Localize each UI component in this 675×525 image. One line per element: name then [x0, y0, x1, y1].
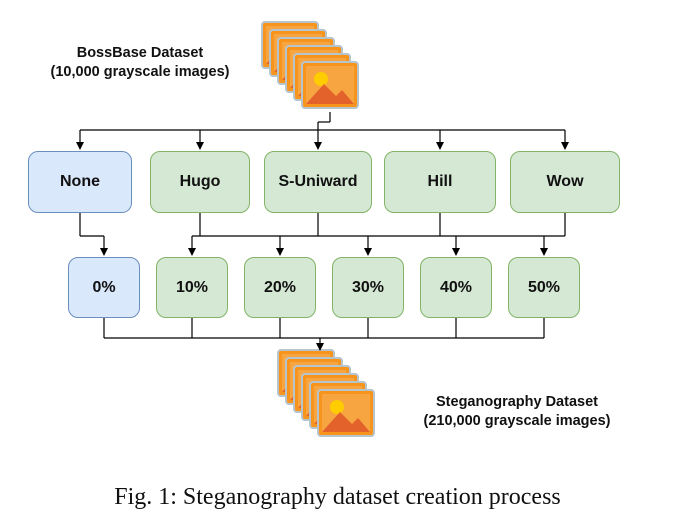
figure-caption: Fig. 1: Steganography dataset creation p…: [114, 484, 561, 510]
algorithm-none-box: None: [28, 151, 132, 213]
output-connectors: [103, 318, 545, 351]
rate-connectors: [79, 213, 566, 256]
source-label: BossBase Dataset (10,000 grayscale image…: [20, 44, 260, 82]
output-subtitle: (210,000 grayscale images): [423, 413, 611, 429]
algorithm-hugo-box: Hugo: [150, 151, 250, 213]
rate-50-box: 50%: [508, 257, 580, 318]
output-title: Steganography Dataset: [436, 394, 598, 410]
output-label: Steganography Dataset (210,000 grayscale…: [392, 393, 642, 431]
rate-0-box: 0%: [68, 257, 140, 318]
algorithm-hill-box: Hill: [384, 151, 496, 213]
output-image-stack-icon: [277, 349, 375, 437]
rate-30-box: 30%: [332, 257, 404, 318]
rate-10-box: 10%: [156, 257, 228, 318]
source-title: BossBase Dataset: [76, 45, 204, 61]
algorithm-wow-box: Wow: [510, 151, 620, 213]
source-connectors: [76, 112, 569, 150]
rate-40-box: 40%: [420, 257, 492, 318]
rate-20-box: 20%: [244, 257, 316, 318]
source-subtitle: (10,000 grayscale images): [50, 64, 230, 80]
source-image-stack-icon: [261, 21, 359, 109]
algorithm-suniward-box: S-Uniward: [264, 151, 372, 213]
